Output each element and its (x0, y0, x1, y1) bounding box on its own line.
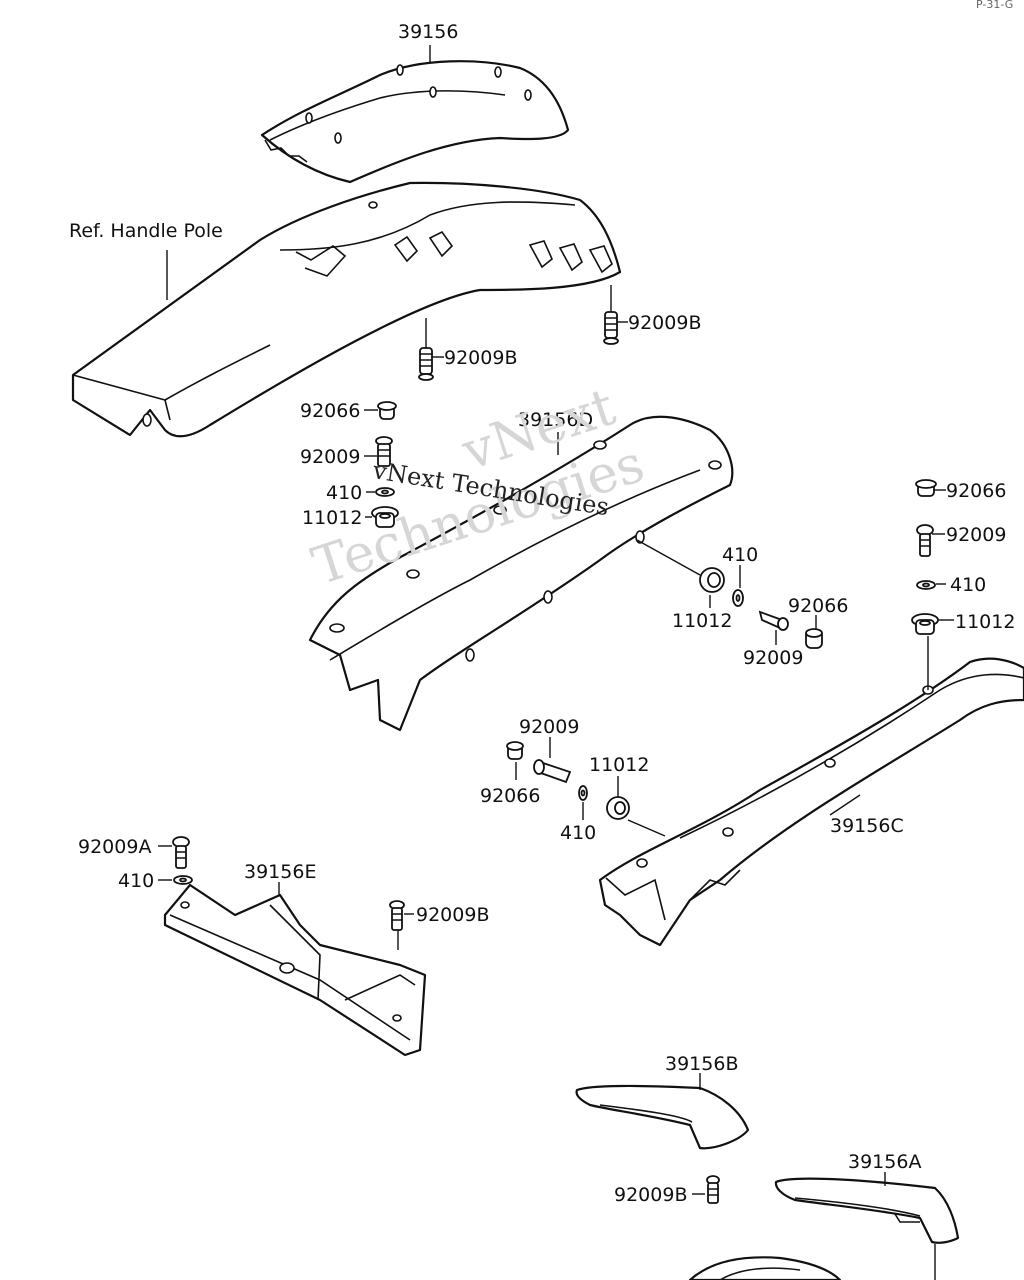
label-410: 410 (560, 822, 596, 844)
page-code: P-31-G (976, 0, 1013, 11)
part-39156D-panel (308, 415, 734, 732)
screw-icon (758, 610, 789, 631)
labels: 39156 Ref. Handle Pole 92009B 92009B 920… (69, 0, 1015, 1206)
part-39156-cover (260, 60, 570, 184)
washer-icon (173, 875, 193, 885)
label-410: 410 (326, 482, 362, 504)
label-39156E: 39156E (244, 861, 316, 883)
washer-icon (375, 487, 395, 497)
screw-icon (172, 836, 190, 869)
label-39156B: 39156B (665, 1053, 738, 1075)
label-92009: 92009 (300, 446, 360, 468)
part-39156E-bracket (163, 883, 427, 1057)
leader-lines (158, 45, 954, 1280)
part-39156B-grip (575, 1084, 750, 1150)
grommet-icon (699, 567, 725, 593)
label-92009B: 92009B (416, 904, 489, 926)
label-92009: 92009 (743, 647, 803, 669)
clip-icon (915, 479, 937, 497)
label-ref-handle-pole: Ref. Handle Pole (69, 220, 223, 242)
label-92066: 92066 (480, 785, 540, 807)
label-92066: 92066 (300, 400, 360, 422)
label-11012: 11012 (302, 507, 362, 529)
label-92009A: 92009A (78, 836, 151, 858)
label-39156C: 39156C (830, 815, 904, 837)
label-410: 410 (118, 870, 154, 892)
part-bottom-partial (688, 1256, 842, 1280)
label-11012: 11012 (955, 611, 1015, 633)
clip-icon (377, 401, 397, 420)
label-92009B: 92009B (444, 347, 517, 369)
screw-icon (603, 311, 619, 345)
label-92009B: 92009B (614, 1184, 687, 1206)
label-39156D: 39156D (518, 409, 593, 431)
washer-icon (732, 589, 744, 607)
label-92009: 92009 (519, 716, 579, 738)
label-11012: 11012 (672, 610, 732, 632)
label-92009: 92009 (946, 524, 1006, 546)
grommet-icon (371, 506, 399, 528)
screw-icon (916, 524, 934, 557)
label-39156A: 39156A (848, 1151, 921, 1173)
label-410: 410 (950, 574, 986, 596)
washer-icon (578, 785, 588, 801)
label-92066: 92066 (788, 595, 848, 617)
screw-icon (533, 759, 572, 784)
clip-icon (506, 741, 524, 760)
grommet-icon (911, 613, 939, 635)
screw-icon (418, 347, 434, 381)
screw-icon (706, 1175, 720, 1204)
label-92009B: 92009B (628, 312, 701, 334)
part-39156C-frame (598, 657, 1024, 947)
label-11012: 11012 (589, 754, 649, 776)
label-39156: 39156 (398, 21, 458, 43)
clip-icon (805, 628, 823, 649)
screw-icon (389, 900, 405, 931)
part-39156A-grip (774, 1177, 960, 1244)
label-410: 410 (722, 544, 758, 566)
label-92066: 92066 (946, 480, 1006, 502)
screw-icon (375, 436, 393, 467)
grommet-icon (606, 796, 630, 820)
washer-icon (916, 580, 936, 590)
part-handle-pole-housing (71, 181, 622, 438)
